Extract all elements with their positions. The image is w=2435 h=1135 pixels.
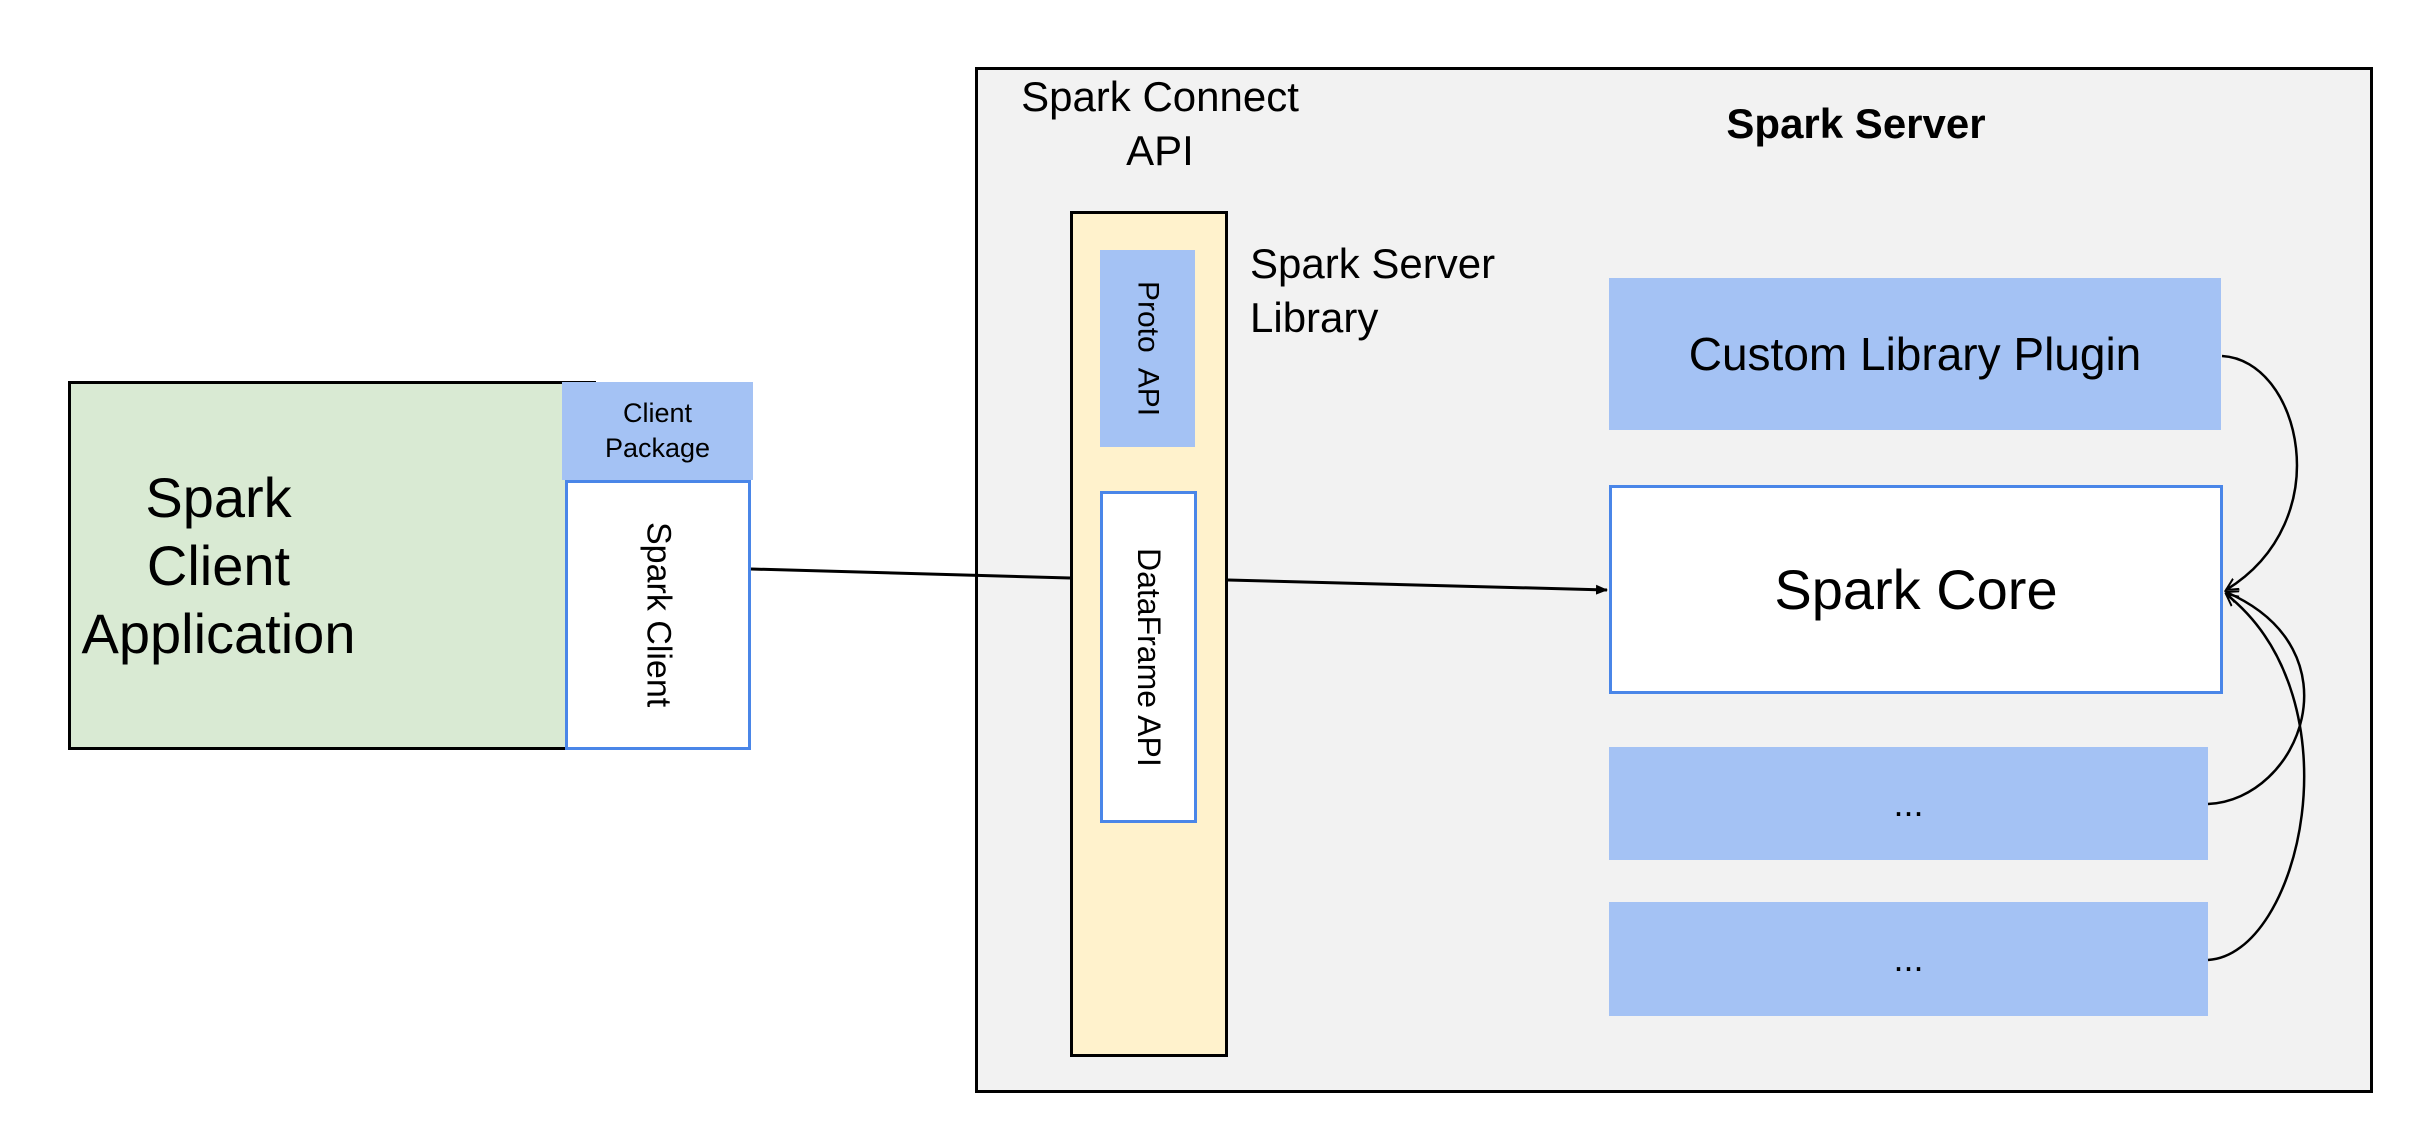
custom-library-plugin-box: Custom Library Plugin <box>1609 278 2221 430</box>
extra-module-label-2: ... <box>1893 938 1924 979</box>
proto-api-box: Proto API <box>1100 250 1195 447</box>
spark-core-label: Spark Core <box>1774 558 2058 621</box>
spark-client-label: Spark Client <box>639 522 678 708</box>
client-package-box: Client Package <box>562 382 753 480</box>
client-to-library-line <box>750 567 1071 580</box>
dataframe-api-label: DataFrame API <box>1131 547 1167 767</box>
spark-client-application-label: Spark Client Application <box>81 465 356 665</box>
module2-to-core-curve <box>2207 594 2306 962</box>
spark-client-application-box: Spark Client Application <box>68 381 596 750</box>
spark-connect-api-label: Spark Connect API <box>1021 73 1299 174</box>
client-package-label: Client Package <box>604 398 711 463</box>
module1-to-core-curve <box>2207 592 2306 806</box>
spark-client-box: Spark Client <box>565 480 751 750</box>
custom-library-plugin-label: Custom Library Plugin <box>1688 328 2142 380</box>
extra-module-box-2: ... <box>1609 902 2208 1016</box>
dataframe-api-box: DataFrame API <box>1100 491 1197 823</box>
extra-module-box-1: ... <box>1609 747 2208 860</box>
spark-server-library-label: Spark Server Library <box>1250 240 1496 341</box>
spark-server-title: Spark Server <box>1726 100 1986 147</box>
spark-core-box: Spark Core <box>1609 485 2223 694</box>
library-to-core-arrow <box>1227 578 1608 595</box>
proto-api-label: Proto API <box>1131 280 1165 417</box>
extra-module-label-1: ... <box>1893 782 1924 824</box>
plugin-to-core-curve <box>2221 354 2299 590</box>
